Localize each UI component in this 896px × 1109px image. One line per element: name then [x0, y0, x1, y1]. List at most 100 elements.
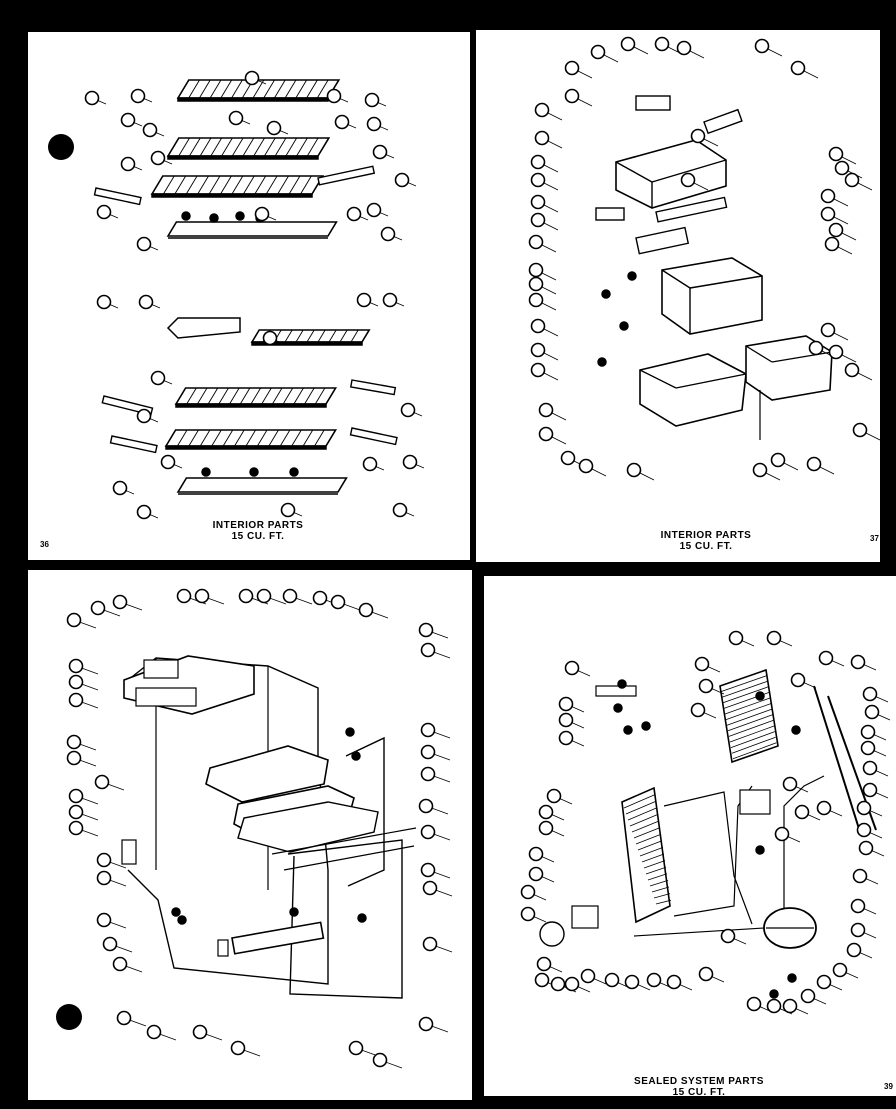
callout-bubble: [564, 60, 593, 79]
callout-bubble: [68, 804, 99, 821]
callout-bubble: [528, 234, 557, 253]
evaporator-coil: [719, 668, 779, 764]
callout-bubble: [770, 452, 799, 471]
callout-bubble: [862, 782, 889, 799]
caption-interior-left: INTERIOR PARTS 15 CU. FT.: [212, 520, 304, 542]
callout-bubble: [550, 976, 577, 993]
callout-bubble: [782, 998, 809, 1015]
callout-bubble: [850, 922, 877, 939]
callout-bubble: [846, 942, 873, 959]
callout-bubble: [666, 974, 693, 991]
callout-bubble: [558, 712, 585, 729]
callout-bubble: [262, 330, 285, 346]
callout-bubble: [528, 276, 557, 295]
page-number-left: 36: [40, 540, 49, 549]
callout-bubble: [752, 462, 781, 481]
callout-bubble: [400, 402, 423, 418]
callout-bubble: [120, 112, 143, 128]
callout-bubble: [844, 172, 873, 191]
shelf-trim-right: [317, 165, 376, 186]
door-frame: [287, 839, 403, 999]
shelf-trim-right-lower: [349, 379, 397, 396]
callout-bubble: [420, 642, 451, 659]
callout-bubble: [68, 658, 99, 675]
fresh-food-shelf-1: [174, 387, 338, 408]
crisper-cover: [176, 477, 348, 493]
callout-bubble: [346, 206, 369, 222]
callout-bubble: [564, 976, 591, 993]
callout-bubble: [824, 236, 853, 255]
lower-shelf-small: [250, 329, 371, 346]
callout-bubble: [564, 660, 591, 677]
condenser-fan-blade: [539, 921, 565, 947]
callout-bubble: [282, 588, 313, 605]
callout-bubble: [858, 840, 885, 857]
callout-bubble: [90, 600, 121, 617]
callout-bubble: [774, 826, 801, 843]
callout-bubble: [728, 630, 755, 647]
callout-bubble: [116, 1010, 147, 1027]
hardware-screw: [791, 725, 801, 735]
callout-bubble: [808, 340, 837, 359]
drier-filter: [595, 685, 637, 697]
callout-bubble: [864, 704, 891, 721]
freezer-floor-plate: [166, 221, 338, 237]
callout-bubble: [372, 1052, 403, 1069]
callout-bubble: [852, 868, 879, 885]
hardware-screw: [787, 973, 797, 983]
callout-bubble: [856, 800, 883, 817]
shelf-trim-right-lower-2: [349, 427, 398, 446]
control-knob-bracket: [635, 226, 690, 255]
callout-bubble: [676, 40, 705, 59]
callout-bubble: [392, 502, 415, 518]
callout-bubble: [720, 928, 747, 945]
callout-bubble: [698, 966, 725, 983]
page-number-sealed: 39: [884, 1082, 893, 1091]
binder-hole-top: [48, 134, 74, 160]
callout-bubble: [244, 70, 267, 86]
shelf-trim-left: [93, 187, 142, 206]
binder-hole-bottom: [56, 1004, 82, 1030]
callout-bubble: [330, 594, 361, 611]
callout-bubble: [530, 154, 559, 173]
callout-bubble: [238, 588, 269, 605]
callout-bubble: [372, 144, 395, 160]
shelf-trim-left-lower-2: [109, 435, 158, 454]
air-diffuser-shelf: [205, 745, 329, 803]
hardware-screw: [177, 915, 187, 925]
callout-bubble: [534, 102, 563, 121]
callout-bubble: [112, 594, 143, 611]
callout-bubble: [828, 146, 857, 165]
callout-bubble: [828, 344, 857, 363]
callout-bubble: [590, 44, 619, 63]
hardware-screw: [357, 913, 367, 923]
callout-bubble: [694, 656, 721, 673]
callout-bubble: [578, 458, 607, 477]
callout-bubble: [66, 734, 97, 751]
callout-bubble: [280, 502, 303, 518]
cabinet-hinge: [121, 839, 137, 865]
hardware-screw: [755, 691, 765, 701]
callout-bubble: [790, 60, 819, 79]
callout-bubble: [520, 906, 547, 923]
damper-control: [595, 207, 625, 221]
callout-bubble: [862, 760, 889, 777]
callout-bubble: [530, 194, 559, 213]
callout-bubble: [366, 116, 389, 132]
hardware-screw: [617, 679, 627, 689]
callout-bubble: [146, 1024, 177, 1041]
diagram-sheet-cabinet: [28, 570, 472, 1100]
callout-bubble: [348, 1040, 379, 1057]
callout-bubble: [142, 122, 165, 138]
callout-bubble: [84, 90, 107, 106]
callout-bubble: [422, 880, 453, 897]
callout-bubble: [358, 602, 389, 619]
callout-bubble: [112, 480, 135, 496]
callout-bubble: [850, 654, 877, 671]
callout-bubble: [620, 36, 649, 55]
interior-left-drawing: [84, 70, 425, 520]
callout-bubble: [138, 294, 161, 310]
callout-bubble: [800, 988, 827, 1005]
callout-bubble: [420, 824, 451, 841]
callout-bubble: [754, 38, 783, 57]
